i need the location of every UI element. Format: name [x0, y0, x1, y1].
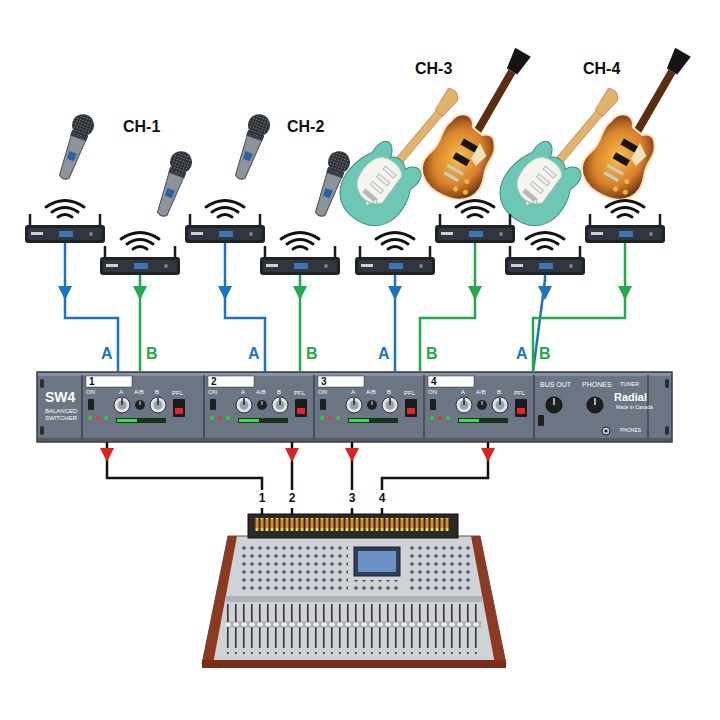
panel-label: ON — [428, 389, 437, 396]
switcher-channel: 3 — [314, 372, 424, 442]
radio-waves — [46, 201, 644, 250]
input-letter: B — [426, 345, 438, 363]
panel-label: PHONES — [620, 428, 641, 434]
guitars — [327, 36, 709, 238]
panel-label: A/B — [476, 389, 486, 396]
arrowhead — [218, 286, 232, 300]
signal-wire — [65, 280, 118, 372]
channel-number: 4 — [431, 376, 437, 388]
arrowhead — [133, 286, 147, 300]
arrowhead — [345, 448, 359, 462]
channel-number: 3 — [321, 376, 327, 388]
signal-wire — [225, 280, 265, 372]
signal-wire — [420, 280, 475, 372]
input-letter: A — [516, 345, 528, 363]
input-letter: A — [101, 345, 113, 363]
input-number: 2 — [283, 492, 301, 506]
console-input: 4 — [373, 490, 393, 508]
input-letter: B — [306, 345, 318, 363]
arrowhead — [285, 448, 299, 462]
unit-subtitle: BALANCED SWITCHER — [45, 408, 81, 422]
panel-label: B — [277, 389, 281, 396]
input-letter: A — [378, 345, 390, 363]
switcher-unit: SW4BALANCED SWITCHER 1 2 3 4 — [37, 372, 672, 442]
panel-label: A/B — [256, 389, 266, 396]
panel-label: PFL — [294, 390, 305, 397]
input-number: 4 — [373, 492, 391, 506]
input-letter: A — [248, 345, 260, 363]
panel-label: A/B — [134, 389, 144, 396]
panel-label: B — [155, 389, 159, 396]
input-number: 3 — [343, 492, 361, 506]
console-input: 3 — [343, 490, 363, 508]
signal-wire — [107, 442, 262, 490]
panel-label: PFL — [404, 390, 415, 397]
switcher-unit — [37, 372, 672, 442]
receiver-stubs — [65, 243, 625, 281]
wireless-receivers — [25, 214, 665, 275]
channel-label: CH-2 — [287, 118, 324, 136]
arrowhead — [538, 286, 552, 300]
channel-group: CH-1 — [20, 115, 180, 280]
channel-number: 1 — [89, 376, 95, 388]
input-letter: B — [146, 345, 158, 363]
panel-label: Made in Canada — [616, 405, 653, 411]
channel-number: 2 — [211, 376, 217, 388]
panel-label: B — [497, 389, 501, 396]
panel-label: Radial — [614, 391, 647, 404]
unit-name: SW4 — [45, 389, 75, 405]
panel-label: A — [241, 389, 245, 396]
signal-wire — [533, 280, 625, 372]
arrowhead — [58, 286, 72, 300]
panel-label: A — [461, 389, 465, 396]
console-input: 1 — [253, 490, 273, 508]
arrowhead — [468, 286, 482, 300]
channel-group: CH-2 — [180, 115, 345, 280]
panel-label: A — [351, 389, 355, 396]
panel-label: ON — [208, 389, 217, 396]
arrowhead — [100, 448, 114, 462]
channel-label: CH-4 — [583, 60, 620, 78]
panel-label: A — [119, 389, 123, 396]
arrowhead — [388, 286, 402, 300]
channel-label: CH-3 — [415, 60, 452, 78]
arrowhead — [293, 286, 307, 300]
panel-label: B — [387, 389, 391, 396]
channel-group: CH-4 — [503, 58, 675, 280]
channel-group: CH-3 — [345, 58, 503, 280]
arrowhead — [481, 448, 495, 462]
panel-label: ON — [86, 389, 95, 396]
panel-label: TUNER — [620, 381, 639, 387]
arrowhead — [618, 286, 632, 300]
mixing-console — [202, 514, 506, 668]
signal-wire — [382, 442, 488, 490]
input-letter: B — [539, 345, 551, 363]
switcher-channel: 4 — [424, 372, 534, 442]
panel-label: PFL — [514, 390, 525, 397]
switcher-channel: 1 — [82, 372, 204, 442]
panel-label: PHONES — [582, 381, 612, 389]
microphones — [53, 111, 353, 219]
channel-label: CH-1 — [123, 118, 160, 136]
panel-label: ON — [318, 389, 327, 396]
panel-label: PFL — [172, 390, 183, 397]
panel-label: BUS OUT — [540, 381, 571, 389]
switcher-channel: 2 — [204, 372, 314, 442]
console-input: 2 — [283, 490, 303, 508]
input-number: 1 — [253, 492, 271, 506]
panel-label: A/B — [366, 389, 376, 396]
